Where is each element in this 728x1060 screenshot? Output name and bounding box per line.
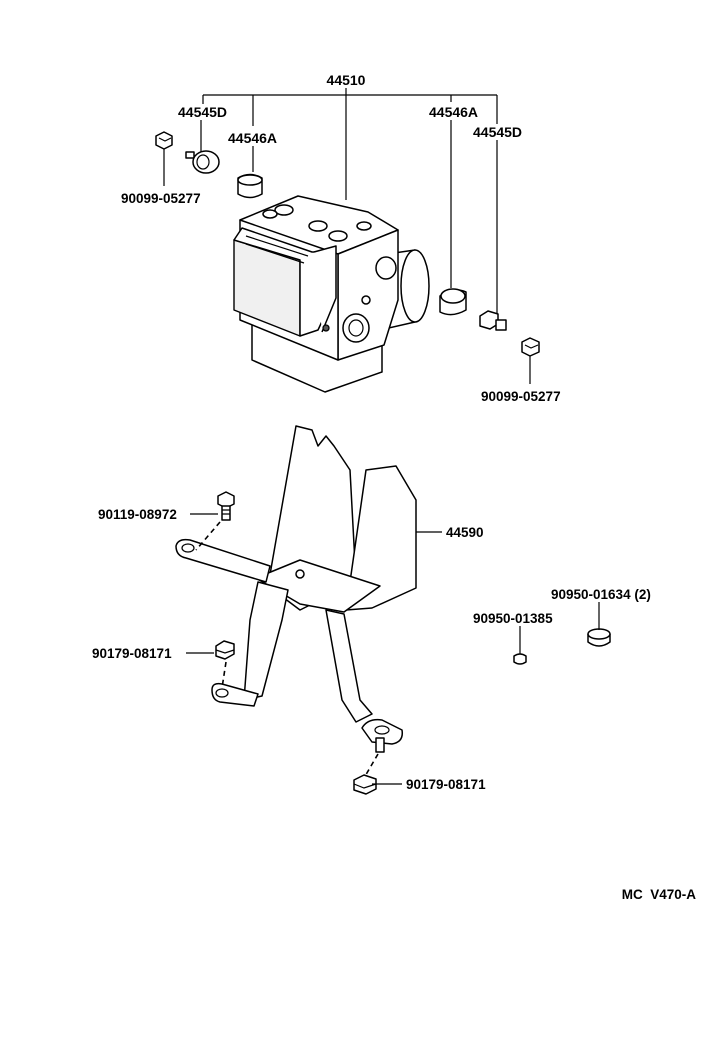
callout-bracket: 44590	[446, 525, 484, 540]
callout-screw-left: 90099-05277	[121, 191, 201, 206]
bolt-upper-part	[195, 491, 235, 551]
nut-bottom-part	[353, 737, 385, 795]
bracket-part	[175, 425, 417, 745]
callout-cushion-left: 44545D	[178, 104, 227, 120]
cushion-left-part	[192, 150, 220, 174]
callout-nut-left: 90179-08171	[92, 646, 172, 661]
plug-small-part	[513, 653, 527, 665]
screw-left-part	[155, 131, 195, 159]
leader-lines-lower	[186, 513, 600, 785]
abs-actuator-part	[233, 195, 430, 393]
cushion-right-part	[479, 310, 507, 331]
screw-right-part	[521, 337, 540, 357]
callout-bushing-left: 44546A	[228, 130, 277, 146]
callout-cushion-right: 44545D	[473, 124, 522, 140]
callout-screw-right: 90099-05277	[481, 389, 561, 404]
nut-left-part	[215, 640, 235, 689]
plug-large-part	[587, 628, 611, 647]
callout-nut-bottom: 90179-08171	[406, 777, 486, 792]
bushing-right-part	[439, 288, 467, 316]
leader-lines-44510	[163, 88, 531, 384]
callout-plug-small: 90950-01385	[473, 611, 553, 626]
bushing-left-part	[237, 173, 263, 199]
callout-bolt-upper: 90119-08972	[98, 507, 177, 522]
diagram-code: MC V470-A	[622, 887, 697, 902]
callout-abs-actuator: 44510	[327, 72, 366, 88]
callout-plug-large: 90950-01634 (2)	[551, 587, 651, 602]
callout-bushing-right: 44546A	[429, 104, 478, 120]
